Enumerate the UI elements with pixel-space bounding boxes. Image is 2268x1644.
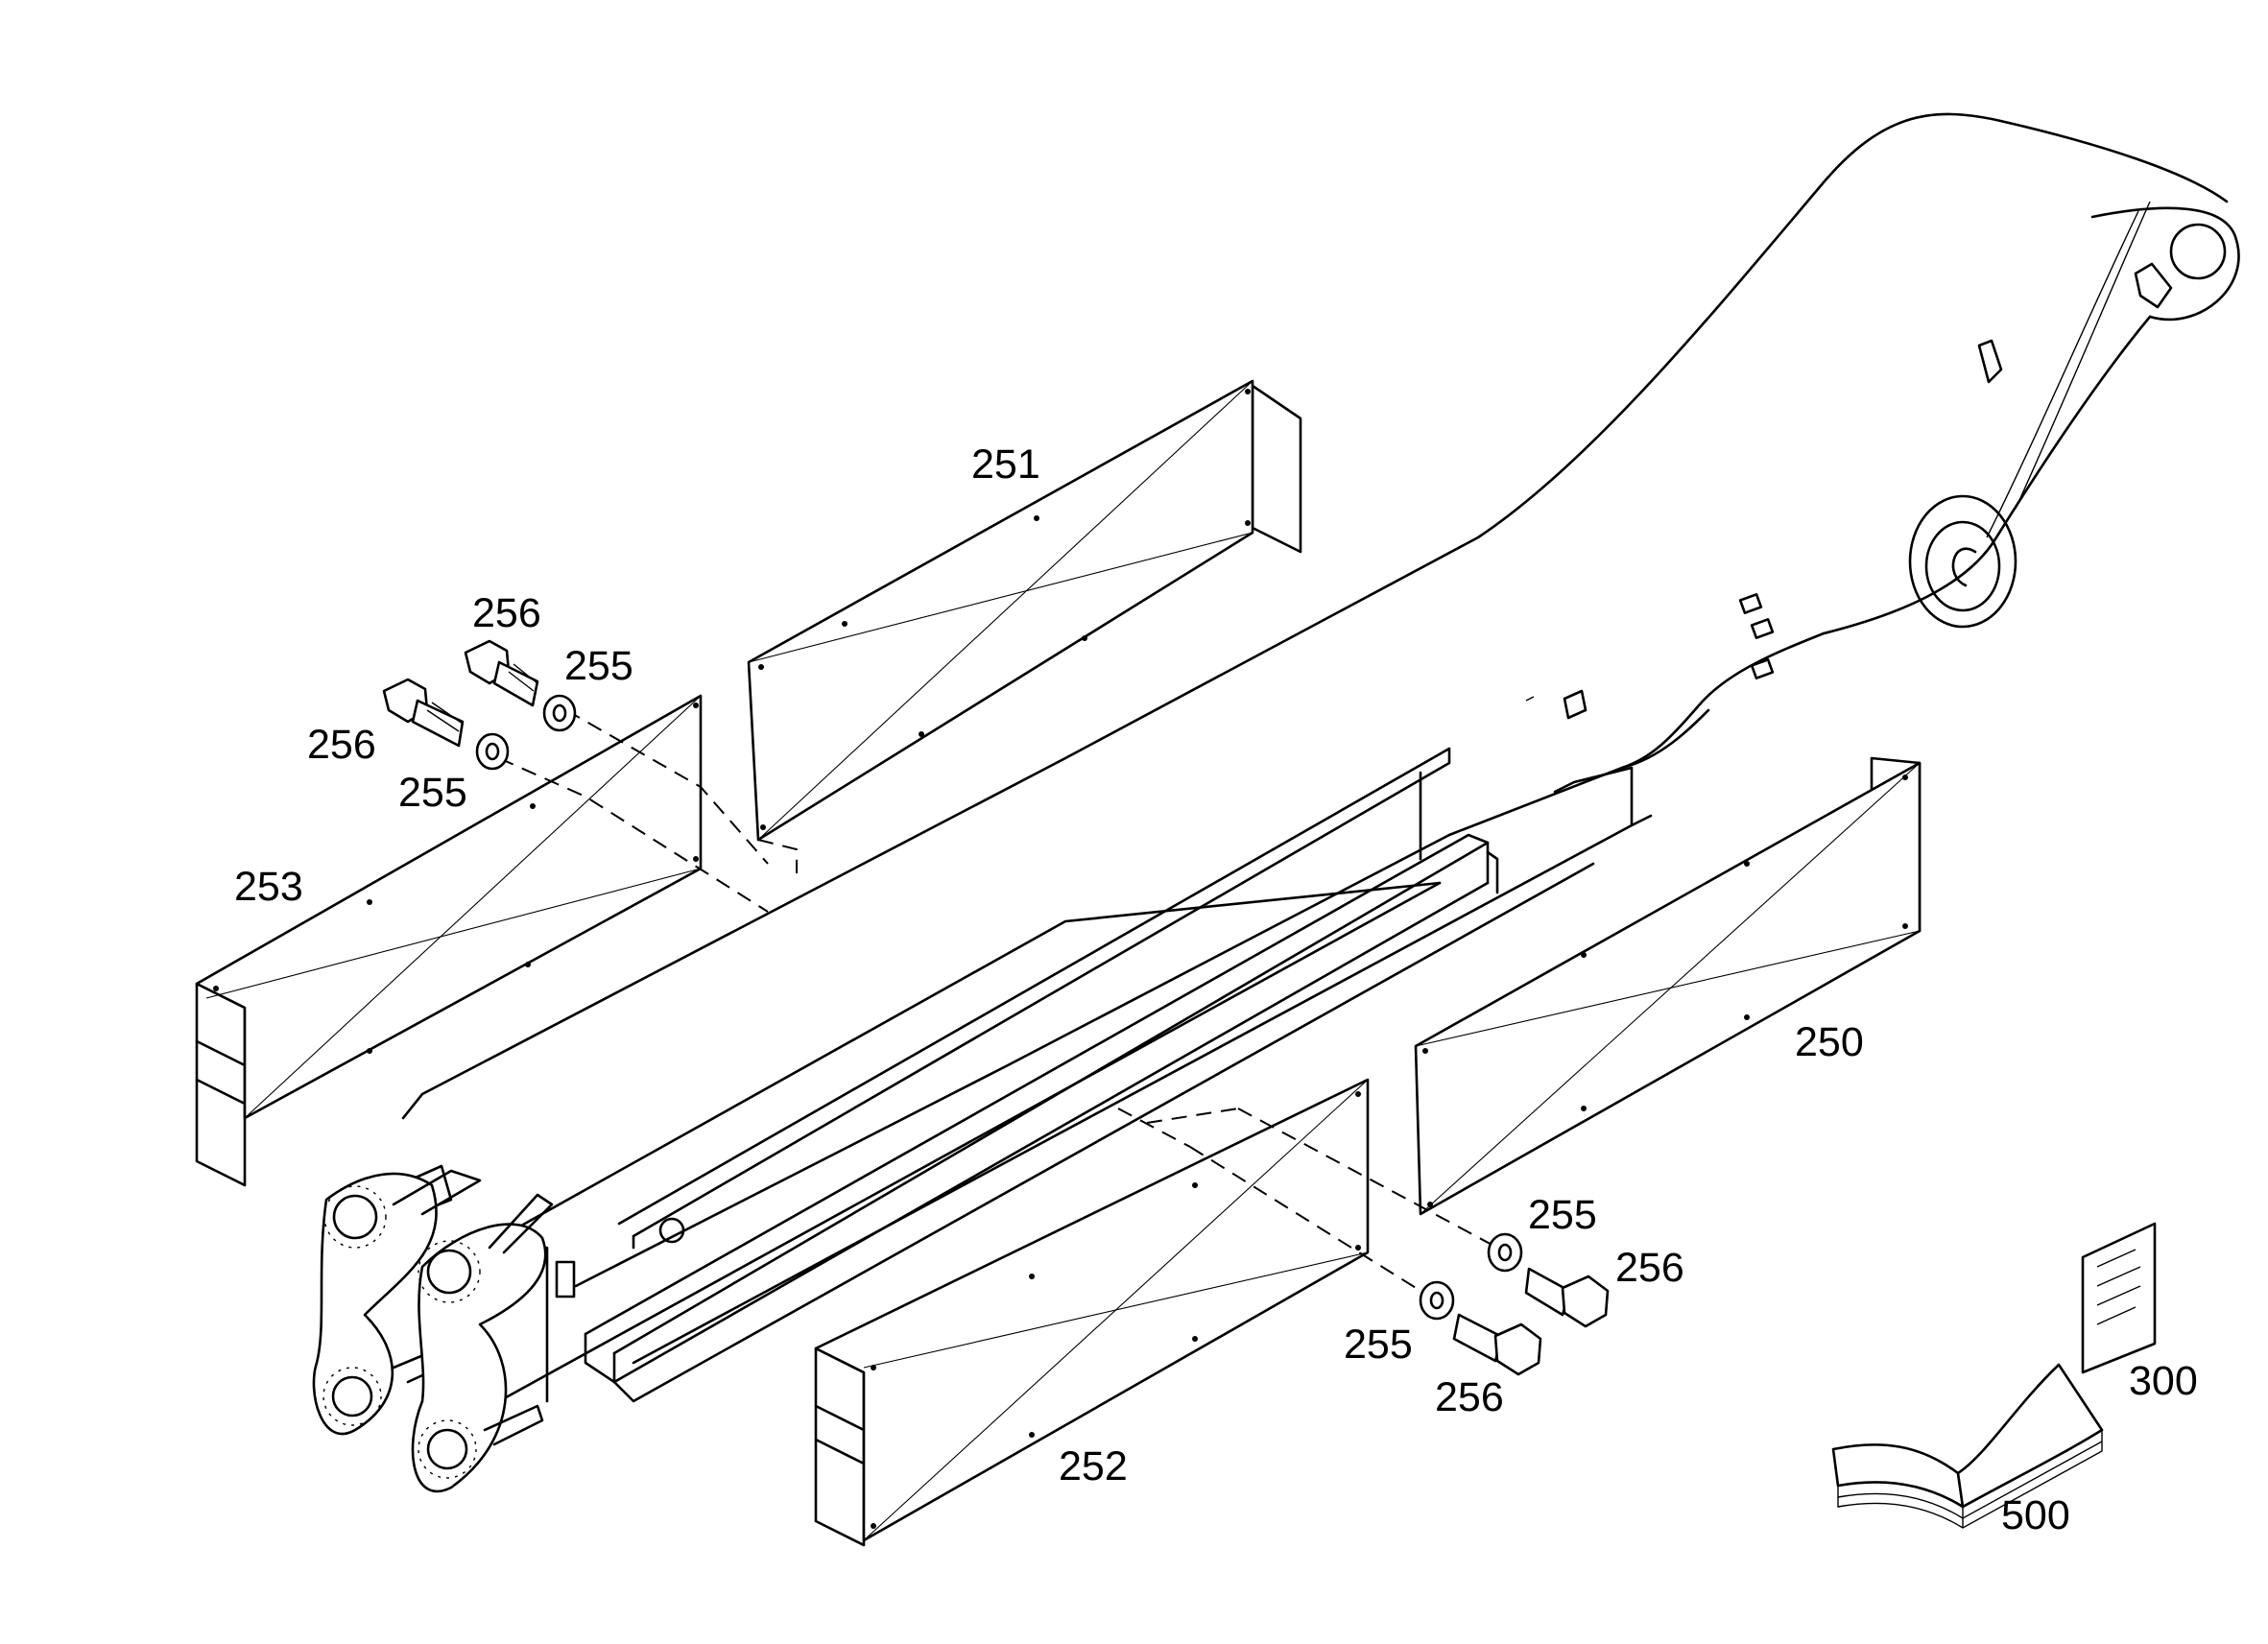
callout-256-right-lower: 256 (1435, 1374, 1504, 1420)
document-300 (2081, 1222, 2157, 1374)
callout-250: 250 (1795, 1019, 1864, 1065)
callout-255-right-upper: 255 (1528, 1192, 1597, 1238)
boom-foot-lugs (312, 1164, 554, 1493)
callout-256-lower: 256 (307, 722, 376, 768)
bolt-256-lower (382, 678, 465, 748)
bolt-256-right-upper (1524, 1267, 1610, 1328)
callout-labels: 251 256 255 256 255 253 250 255 256 255 … (234, 441, 2198, 1538)
fasteners-left (382, 639, 769, 913)
callout-255-right-lower: 255 (1344, 1322, 1413, 1368)
callout-255-lower: 255 (398, 770, 467, 816)
cover-plate-250 (1414, 756, 1922, 1216)
callout-500: 500 (2001, 1492, 2070, 1538)
callout-252: 252 (1059, 1443, 1128, 1489)
manual-500 (1831, 1363, 2104, 1529)
bolt-256-upper (464, 639, 539, 707)
fasteners-right (1189, 1108, 1610, 1376)
callout-256-right-upper: 256 (1615, 1245, 1684, 1291)
cover-plate-253 (195, 694, 703, 1187)
callout-255-upper: 255 (564, 643, 633, 689)
callout-256-upper: 256 (472, 590, 541, 636)
callout-253: 253 (234, 864, 303, 910)
callout-300: 300 (2129, 1358, 2198, 1404)
cover-plate-251 (747, 379, 1302, 873)
cover-plate-252 (814, 1078, 1370, 1547)
callout-251: 251 (971, 441, 1040, 488)
bolt-256-right-lower (1452, 1313, 1542, 1376)
